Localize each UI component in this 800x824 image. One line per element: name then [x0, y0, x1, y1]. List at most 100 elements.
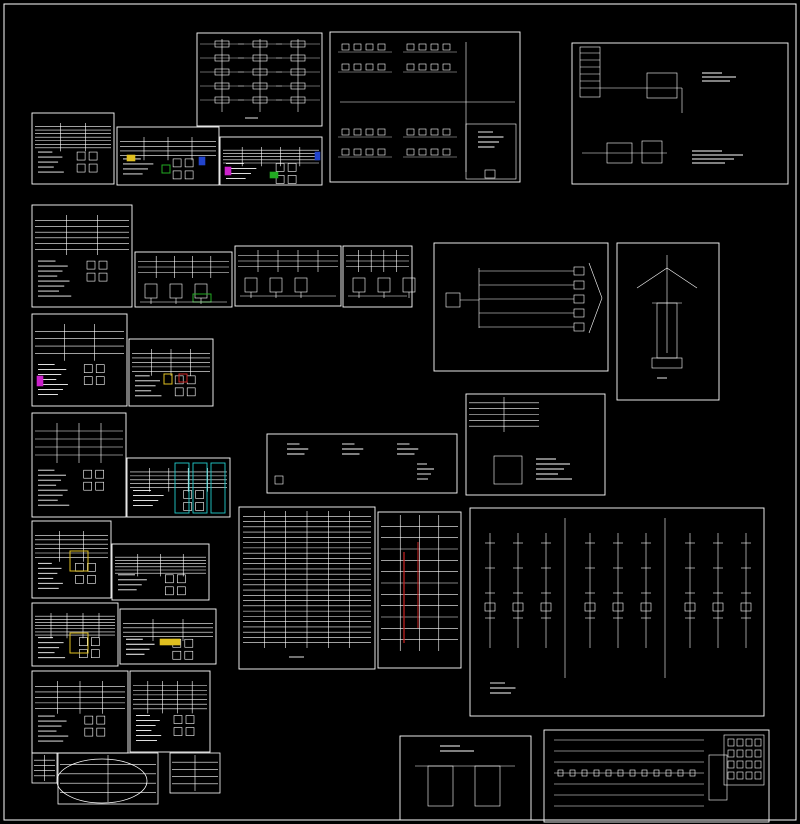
- rect-mark: [418, 148, 427, 156]
- wiring-schematic-a: [134, 251, 233, 308]
- rect-mark: [79, 649, 88, 658]
- rect-mark: [543, 729, 770, 823]
- notes-panel-bottom: [119, 608, 217, 665]
- rect-mark: [184, 158, 194, 168]
- rect-mark: [377, 511, 462, 669]
- rect-mark: [745, 771, 753, 780]
- rect-mark: [195, 490, 204, 499]
- rect-mark: [377, 43, 386, 51]
- rect-mark: [287, 175, 297, 184]
- rect-mark: [684, 602, 696, 612]
- rect-mark: [399, 735, 532, 821]
- floor-layout-grid-top: [329, 31, 521, 183]
- rect-mark: [183, 490, 192, 499]
- line-stroke: [666, 267, 698, 289]
- rect-mark: [174, 462, 190, 514]
- rect-mark: [493, 455, 523, 485]
- rect-mark: [224, 166, 232, 176]
- rect-mark: [75, 575, 84, 584]
- rect-mark: [581, 769, 588, 777]
- rect-mark: [31, 204, 133, 308]
- rect-mark: [195, 502, 204, 511]
- rect-mark: [129, 670, 211, 753]
- floor-riser-table: [238, 506, 376, 670]
- rect-mark: [745, 760, 753, 769]
- rect-mark: [573, 266, 585, 276]
- rect-mark: [616, 242, 720, 401]
- notes-panel-left: [31, 204, 133, 308]
- rect-mark: [341, 148, 350, 156]
- rect-mark: [185, 715, 195, 724]
- rect-mark: [474, 765, 501, 807]
- rect-mark: [427, 765, 454, 807]
- legend-table-3: [219, 136, 323, 186]
- rect-mark: [116, 126, 220, 186]
- rect-mark: [571, 42, 789, 185]
- rect-mark: [418, 63, 427, 71]
- rect-mark: [406, 128, 415, 136]
- rect-mark: [219, 136, 323, 186]
- rect-mark: [234, 245, 342, 307]
- rect-mark: [569, 769, 576, 777]
- wiring-schematic-b: [234, 245, 342, 307]
- rect-mark: [377, 148, 386, 156]
- rect-mark: [341, 43, 350, 51]
- rect-mark: [442, 148, 451, 156]
- line-stroke: [636, 267, 668, 289]
- vertical-riser-elevations: [469, 507, 765, 717]
- rect-mark: [418, 43, 427, 51]
- rect-mark: [178, 373, 188, 383]
- rect-mark: [584, 602, 596, 612]
- rect-mark: [641, 140, 663, 164]
- symbol-table-left-2: [128, 338, 214, 407]
- rect-mark: [727, 760, 735, 769]
- rect-mark: [406, 43, 415, 51]
- rect-mark: [442, 43, 451, 51]
- rect-mark: [353, 148, 362, 156]
- rect-mark: [86, 272, 96, 282]
- rect-mark: [406, 148, 415, 156]
- rect-mark: [88, 151, 98, 161]
- red-conduit-riser: [377, 511, 462, 669]
- rect-mark: [745, 749, 753, 758]
- rect-mark: [641, 769, 648, 777]
- rect-mark: [79, 637, 88, 646]
- rect-mark: [91, 649, 100, 658]
- rect-mark: [341, 128, 350, 136]
- rect-mark: [83, 364, 93, 373]
- rect-mark: [86, 260, 96, 270]
- rect-mark: [111, 543, 210, 601]
- rect-mark: [353, 128, 362, 136]
- cable-table-panel: [465, 393, 606, 496]
- rect-mark: [87, 575, 96, 584]
- rect-mark: [31, 602, 119, 667]
- rect-mark: [540, 602, 552, 612]
- rect-mark: [484, 169, 496, 179]
- rect-mark: [617, 769, 624, 777]
- install-detail-left: [31, 602, 119, 667]
- rect-mark: [183, 502, 192, 511]
- rect-mark: [196, 32, 323, 127]
- rect-mark: [708, 754, 728, 801]
- rect-mark: [329, 31, 521, 183]
- rect-mark: [377, 128, 386, 136]
- drawing-panels: [31, 31, 789, 823]
- rect-mark: [365, 128, 374, 136]
- rect-mark: [184, 170, 194, 180]
- rect-mark: [185, 727, 195, 736]
- rect-mark: [83, 469, 92, 479]
- rect-mark: [126, 457, 231, 518]
- rect-mark: [177, 586, 186, 596]
- topology-diagram: [433, 242, 609, 372]
- rect-mark: [573, 294, 585, 304]
- rect-mark: [430, 43, 439, 51]
- rect-mark: [573, 322, 585, 332]
- frame-detail-panel: [31, 412, 127, 518]
- rect-mark: [442, 128, 451, 136]
- rect-mark: [418, 128, 427, 136]
- rect-mark: [430, 63, 439, 71]
- rect-mark: [365, 43, 374, 51]
- rect-mark: [57, 752, 159, 805]
- rect-mark: [377, 63, 386, 71]
- rect-mark: [177, 574, 186, 584]
